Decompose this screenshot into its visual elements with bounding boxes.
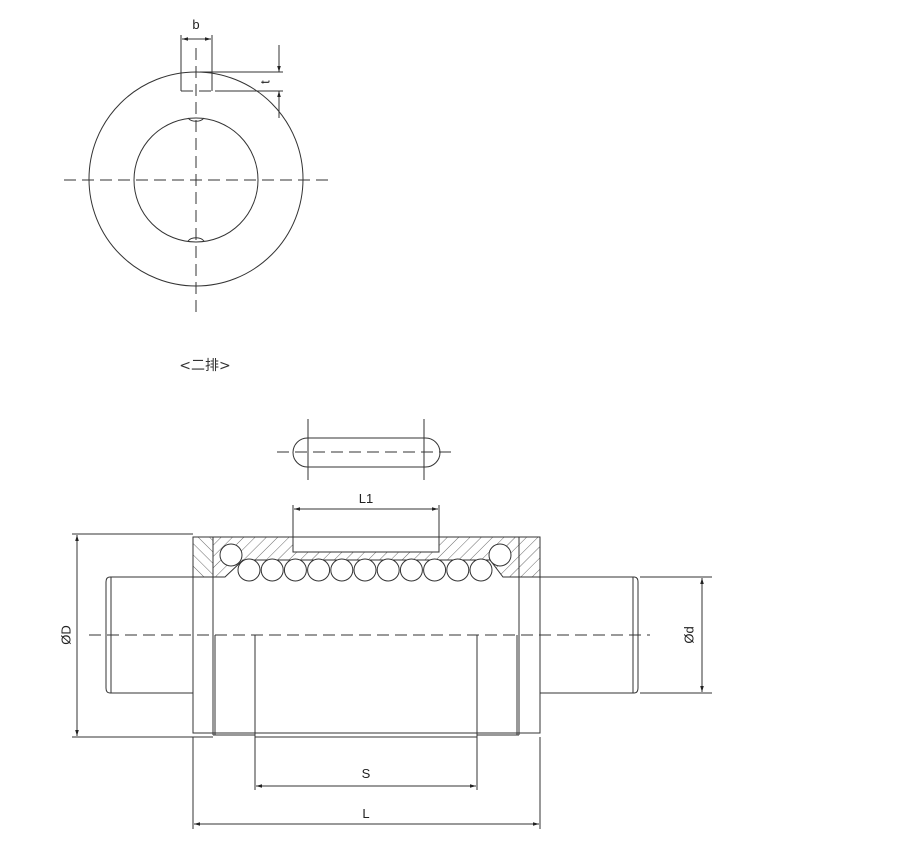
ball — [353, 558, 377, 582]
ball — [446, 558, 470, 582]
ball — [376, 558, 400, 582]
shaft-right — [540, 576, 639, 694]
end-cap-right-section — [518, 536, 541, 578]
dim-od-label: ØD — [58, 625, 73, 645]
inner-circle — [133, 117, 259, 243]
side-view: L1 ØD Ød S L — [58, 491, 712, 829]
dim-l1-label: L1 — [359, 491, 373, 506]
dim-t-label: t — [257, 80, 272, 84]
shaft-left — [105, 576, 193, 694]
caption-two-rows: <二排> — [179, 358, 230, 374]
ball-row — [219, 543, 512, 582]
dim-l-label: L — [362, 806, 369, 821]
ball — [399, 558, 423, 582]
end-view: b t <二排> — [64, 17, 328, 374]
end-cap-left-section — [192, 536, 214, 578]
ball — [260, 558, 284, 582]
ball — [330, 558, 354, 582]
dim-b-label: b — [192, 17, 199, 32]
return-ball-left — [219, 543, 243, 567]
slot-view — [277, 419, 455, 480]
ball — [423, 558, 447, 582]
ball — [469, 558, 493, 582]
return-ball-right — [488, 543, 512, 567]
ball — [283, 558, 307, 582]
ball — [307, 558, 331, 582]
dim-s-label: S — [362, 766, 371, 781]
ball — [237, 558, 261, 582]
dim-id-label: Ød — [681, 626, 696, 643]
